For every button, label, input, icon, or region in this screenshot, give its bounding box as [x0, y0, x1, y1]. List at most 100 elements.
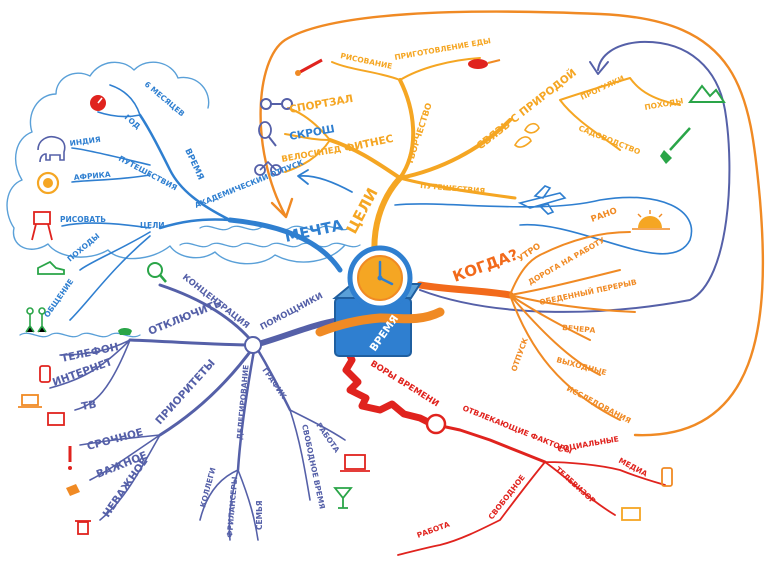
branch-schedule-items — [289, 409, 346, 501]
branch-dream-time-items — [97, 84, 141, 118]
branch-when-trunk — [416, 281, 514, 299]
branch-delegation — [236, 343, 257, 472]
label-thieves: Воры времени — [368, 359, 440, 409]
tv-icon — [47, 412, 65, 426]
briefcase-icon — [340, 454, 370, 472]
label-nature: Связь с природой — [474, 66, 579, 152]
elephant-icon — [37, 135, 66, 163]
branch-priorities-items — [79, 434, 161, 521]
branch-travel — [398, 176, 517, 200]
arrow-head-orange — [270, 197, 294, 219]
branch-nature-items — [559, 77, 681, 151]
mobile-icon — [39, 365, 51, 383]
branch-creativity — [398, 78, 416, 180]
connector-arrow-blue — [299, 175, 353, 193]
branch-nature — [398, 118, 512, 180]
label-social: Социальные — [557, 434, 620, 454]
branch-delegation-items — [199, 469, 259, 541]
thieves-node-clock — [425, 413, 447, 435]
people-icon — [25, 307, 47, 333]
branch-fitness-items — [284, 107, 331, 173]
label-africa: Африка — [73, 170, 111, 182]
branch-creativity-items — [331, 57, 481, 81]
label-sabbatical: Академический отпуск — [193, 158, 305, 210]
branch-schedule — [253, 343, 292, 412]
shovel-icon — [660, 127, 691, 164]
sneaker-icon — [37, 260, 65, 275]
branch-disconnect-items — [49, 339, 131, 411]
lion-icon — [36, 171, 60, 195]
label-dream-time: Время — [182, 147, 205, 182]
label-hiking: Походы — [644, 96, 684, 112]
label-morning: Утро — [516, 241, 543, 264]
label-freelancers: Фрилансеры — [225, 476, 239, 538]
label-walks: Прогулки — [579, 74, 626, 102]
label-weekends: Выходные — [555, 355, 607, 377]
branch-dream-travel-items — [71, 147, 151, 183]
laptop-icon — [18, 394, 42, 408]
mountain-icon — [688, 84, 726, 103]
branch-dream-goals-items — [61, 222, 151, 321]
sunrise-icon — [632, 210, 670, 230]
leaves-icon — [513, 122, 540, 148]
label-fitness: Фитнес — [343, 133, 395, 155]
easel-icon — [31, 211, 53, 241]
phone-icon — [118, 328, 132, 335]
label-to-draw: Рисовать — [60, 215, 106, 224]
helpers-node-ring — [244, 336, 262, 354]
arrow-head-blue — [297, 169, 309, 185]
label-dream-goals: Цели — [140, 221, 165, 230]
label-research: Исследования — [565, 384, 633, 426]
label-delegation: Делегирование — [235, 364, 251, 440]
label-evenings: Вечера — [562, 323, 596, 335]
trash-can-icon — [75, 520, 91, 535]
connector-curve-blue — [394, 196, 693, 255]
label-gardening: Садоводство — [577, 124, 641, 157]
racket-icon — [258, 121, 277, 147]
label-schedule: График — [260, 366, 288, 401]
label-free-thief: Свободное — [486, 473, 526, 521]
arrow-head-indigo — [589, 61, 609, 75]
label-work-thief: Работа — [416, 520, 452, 540]
branch-distractions — [430, 422, 547, 464]
dream-cloud-outline — [6, 61, 346, 265]
label-vacation: Отпуск — [509, 336, 530, 373]
label-early: Рано — [590, 206, 619, 225]
label-disconnect: Отключить — [147, 297, 224, 337]
frying-pan-icon — [468, 59, 501, 69]
branch-when-items — [509, 231, 636, 421]
label-tv: ТВ — [80, 399, 97, 413]
branch-helpers-trunk — [252, 317, 343, 348]
cocktail-icon — [333, 487, 353, 509]
label-urgent: Срочное — [86, 426, 145, 453]
label-dream-hiking: Походы — [66, 231, 102, 263]
connector-loop-indigo — [419, 40, 731, 313]
label-lunch: Обеденный перерыв — [539, 277, 638, 306]
stamp-icon — [66, 484, 80, 496]
label-gym: Спортзал — [288, 93, 354, 116]
dream-cloud-wave-2 — [179, 242, 361, 248]
label-work-schedule: Работа — [314, 421, 341, 454]
bicycle-icon — [254, 160, 282, 176]
magnifier-icon — [147, 262, 167, 283]
airplane-icon — [517, 185, 567, 215]
smartphone-icon — [661, 467, 673, 487]
label-tv-thief: Телевизор — [554, 465, 598, 506]
label-socializing: Общение — [42, 277, 75, 319]
label-india: Индия — [69, 135, 101, 148]
stopwatch-icon — [90, 95, 106, 111]
label-travel-goals: Путешествия — [420, 181, 486, 196]
television-icon — [621, 507, 641, 521]
branch-disconnect — [128, 338, 257, 347]
branch-fitness — [328, 138, 402, 180]
branch-dream-main — [138, 113, 232, 230]
label-six-months: 6 месяцев — [143, 80, 187, 119]
label-dream-travel: Путешествия — [117, 154, 179, 193]
label-family: Семья — [255, 500, 264, 530]
label-internet: Интернет — [51, 356, 115, 389]
label-dream: Мечта — [283, 216, 345, 246]
paintbrush-icon — [295, 58, 323, 76]
label-when: Когда? — [450, 246, 520, 286]
branch-dream-trunk — [227, 217, 343, 273]
